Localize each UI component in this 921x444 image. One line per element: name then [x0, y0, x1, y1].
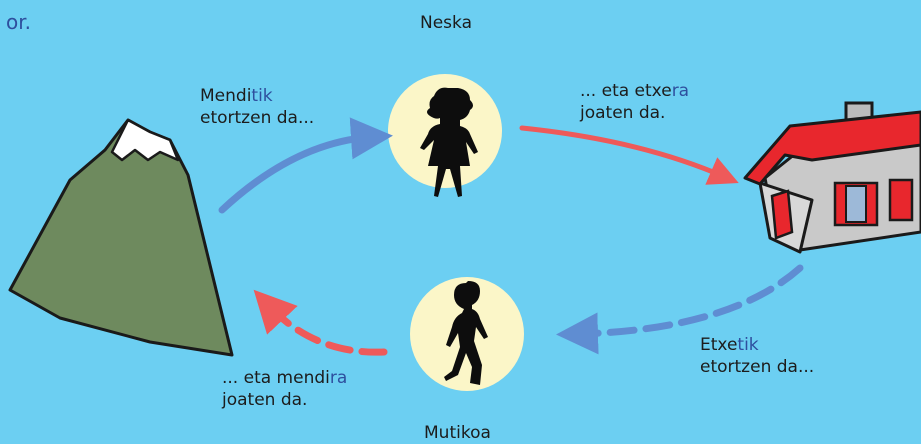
arrow-boy-to-mountain: [253, 289, 388, 356]
to-house-line2: joaten da.: [580, 103, 666, 123]
to-house-pre: ... eta etxe: [580, 81, 672, 101]
to-mountain-line2: joaten da.: [222, 390, 308, 410]
house-out-pre: Etxe: [700, 335, 738, 355]
girl-label: Neska: [420, 13, 472, 33]
house-out-caption: Etxetik etortzen da...: [700, 334, 814, 378]
girl-silhouette-icon: [388, 74, 502, 197]
house-icon: [743, 101, 921, 254]
house-out-suffix: tik: [737, 335, 759, 355]
mountain-out-line2: etortzen da...: [200, 108, 315, 128]
to-house-caption: ... eta etxera joaten da.: [580, 80, 689, 124]
to-house-suffix: ra: [671, 81, 690, 101]
boy-label: Mutikoa: [424, 423, 491, 443]
to-mountain-pre: ... eta mendi: [222, 368, 330, 388]
corner-text: or.: [6, 10, 31, 34]
arrow-house-to-boy: [556, 264, 804, 355]
mountain-icon: [8, 118, 234, 357]
mountain-out-suffix: tik: [251, 86, 273, 106]
boy-silhouette-icon: [410, 277, 524, 391]
arrow-mountain-to-girl: [218, 117, 393, 214]
arrow-girl-to-house: [519, 125, 739, 185]
to-mountain-caption: ... eta mendira joaten da.: [222, 367, 347, 411]
house-out-line2: etortzen da...: [700, 357, 815, 377]
to-mountain-suffix: ra: [329, 368, 348, 388]
mountain-out-pre: Mendi: [200, 86, 252, 106]
mountain-out-caption: Menditik etortzen da...: [200, 85, 314, 129]
